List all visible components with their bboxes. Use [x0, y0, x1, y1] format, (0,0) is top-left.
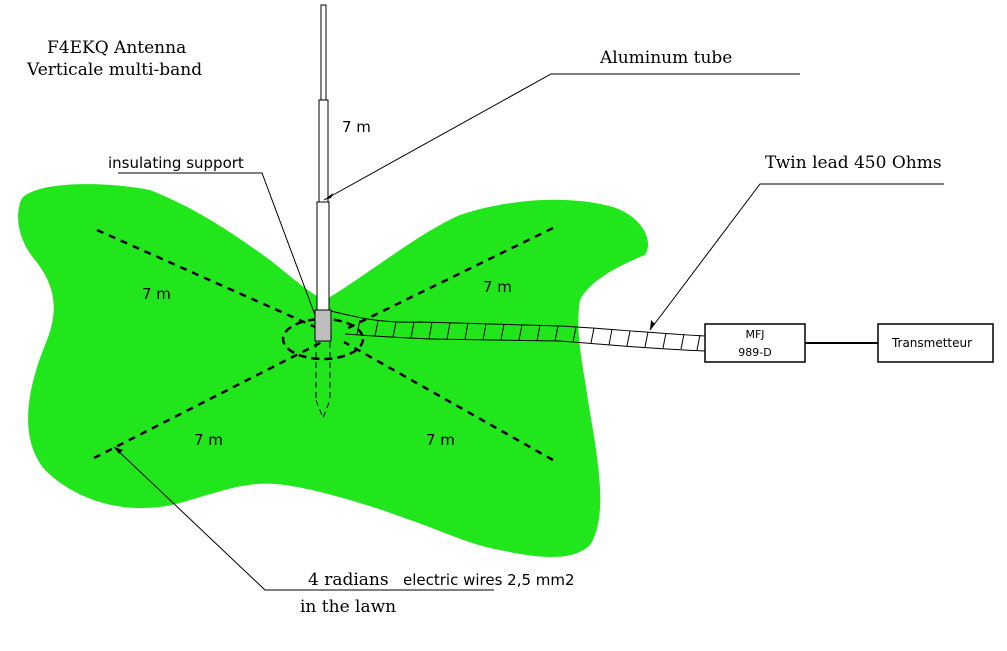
- radial-bottom-right: [343, 340, 554, 462]
- title-line1: F4EKQ Antenna: [47, 38, 186, 58]
- leader-radials: [113, 446, 494, 591]
- arrowhead-twin-lead: [650, 320, 655, 330]
- radials: [93, 226, 554, 462]
- lawn-area: [18, 184, 649, 557]
- title-line2: Verticale multi-band: [26, 60, 202, 80]
- tuner-line1: MFJ: [745, 328, 764, 341]
- leader-aluminum-tube: [323, 73, 800, 201]
- arrowhead-aluminum-tube: [324, 193, 333, 200]
- tuner-box: [704, 323, 806, 363]
- label-vertical-length: 7 m: [342, 118, 371, 136]
- twin-lead: [330, 310, 706, 352]
- label-aluminum-tube: Aluminum tube: [599, 48, 732, 68]
- radial-top-left: [96, 228, 323, 332]
- label-radial-top-right: 7 m: [483, 278, 512, 296]
- label-radials-line2: in the lawn: [300, 597, 396, 617]
- tube-section-top: [320, 4, 327, 102]
- transmitter-box: [877, 323, 994, 363]
- leader-lines: [113, 73, 944, 591]
- tube-section-middle: [318, 99, 329, 204]
- leader-insulating-support: [118, 172, 316, 316]
- label-twin-lead: Twin lead 450 Ohms: [765, 153, 942, 173]
- tuner-line2: 989-D: [738, 346, 771, 359]
- label-radial-bottom-right: 7 m: [426, 431, 455, 449]
- arrowhead-radials: [114, 447, 123, 454]
- label-radial-top-left: 7 m: [142, 285, 171, 303]
- leader-twin-lead: [649, 183, 944, 331]
- label-radials-part2: electric wires 2,5 mm2: [403, 571, 575, 589]
- radial-bottom-left: [93, 340, 323, 460]
- tube-section-bottom: [316, 201, 330, 311]
- aluminum-tube: [316, 4, 330, 311]
- insulating-support: [314, 309, 332, 342]
- label-insulating-support: insulating support: [108, 154, 244, 172]
- label-radials-part1: 4 radians: [308, 570, 389, 590]
- ground-stake: [315, 342, 331, 420]
- label-radial-bottom-left: 7 m: [194, 431, 223, 449]
- transmitter-label: Transmetteur: [891, 336, 972, 350]
